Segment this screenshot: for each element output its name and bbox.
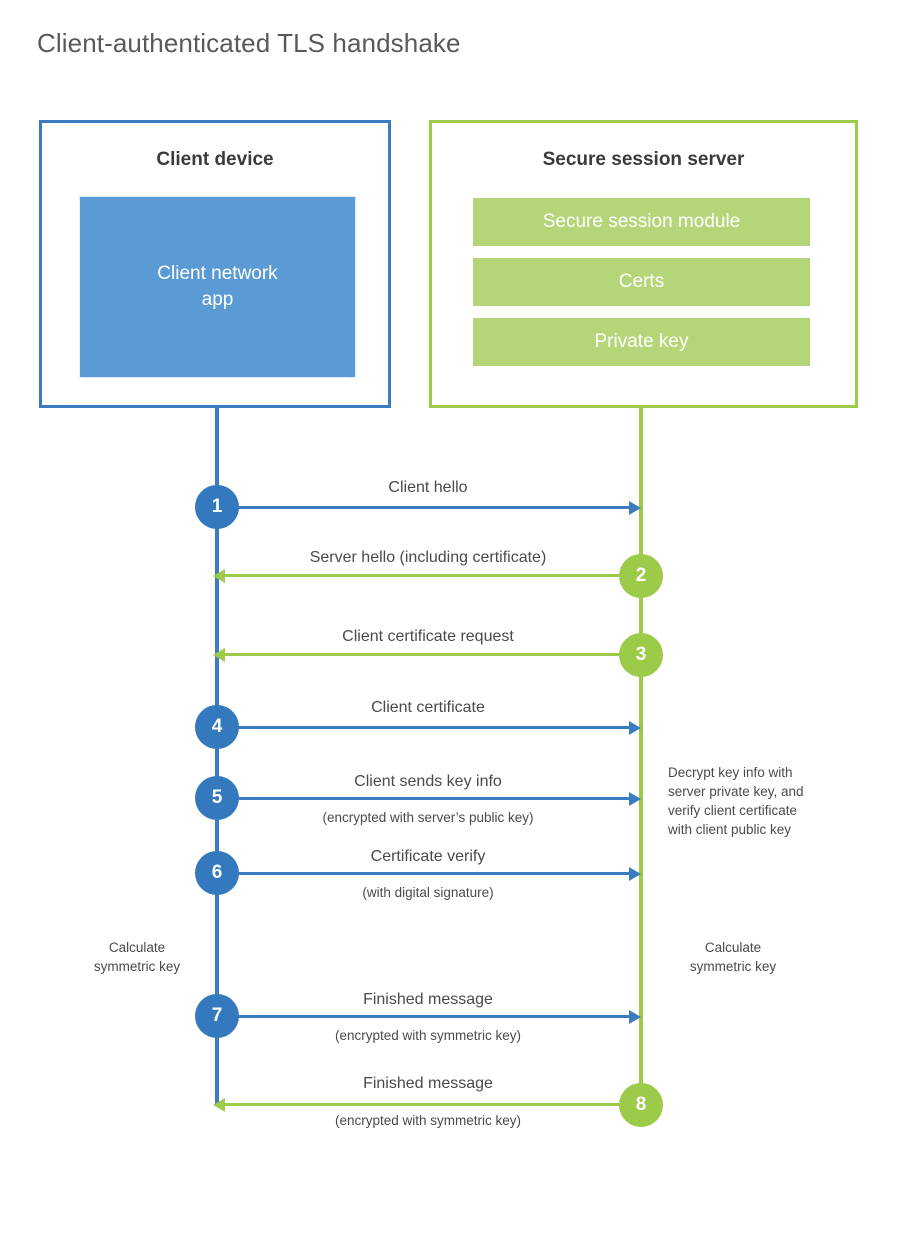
client-network-app-label-line2: app: [201, 289, 234, 310]
server-module-secure-session-module: Secure session module: [473, 198, 810, 246]
server-calc-note-line2: symmetric key: [689, 959, 777, 975]
step-8-arrow-line: [224, 1103, 639, 1106]
step-5-circle: 5: [195, 776, 239, 820]
step-7-circle: 7: [195, 994, 239, 1038]
client-network-app-block: Client network app: [79, 196, 356, 378]
step-4-label: Client certificate: [371, 699, 485, 716]
step-7-arrow-line: [217, 1015, 631, 1018]
step-8-circle: 8: [619, 1083, 663, 1127]
step-6-label: Certificate verify: [370, 848, 486, 865]
server-module-private-key: Private key: [473, 318, 810, 366]
step-5-arrow-line: [217, 797, 631, 800]
server-decrypt-note-line2: server private key, and: [668, 784, 804, 800]
server-calc-note-line1: Calculate: [704, 940, 762, 955]
step-5-arrow-head: [629, 792, 641, 806]
step-8-sublabel: (encrypted with symmetric key): [334, 1113, 522, 1128]
step-2-arrow-head: [213, 569, 225, 583]
secure-session-server-box: Secure session server Secure session mod…: [429, 120, 858, 408]
step-3-arrow-head: [213, 648, 225, 662]
step-1-arrow-head: [629, 501, 641, 515]
server-module-certs: Certs: [473, 258, 810, 306]
step-1-arrow-line: [217, 506, 631, 509]
step-4-circle: 4: [195, 705, 239, 749]
step-3-circle: 3: [619, 633, 663, 677]
server-decrypt-note-line3: verify client certificate: [668, 803, 798, 819]
step-6-arrow-line: [217, 872, 631, 875]
server-decrypt-note: Decrypt key info with server private key…: [668, 763, 868, 840]
server-decrypt-note-line4: with client public key: [668, 822, 792, 838]
step-2-label: Server hello (including certificate): [309, 549, 547, 566]
step-5-sublabel: (encrypted with server’s public key): [322, 810, 534, 825]
client-network-app-label-line1: Client network: [157, 263, 278, 285]
client-device-box: Client device Client network app: [39, 120, 391, 408]
step-7-arrow-head: [629, 1010, 641, 1024]
client-calculate-symmetric-key-note: Calculate symmetric key: [72, 938, 202, 976]
step-4-arrow-head: [629, 721, 641, 735]
step-8-label: Finished message: [363, 1075, 493, 1092]
client-lifeline: [215, 405, 219, 1105]
step-7-label: Finished message: [363, 991, 493, 1008]
server-modules-list: Secure session module Certs Private key: [473, 198, 810, 366]
secure-session-server-title: Secure session server: [542, 149, 745, 170]
step-8-arrow-head: [213, 1098, 225, 1112]
step-7-sublabel: (encrypted with symmetric key): [334, 1028, 522, 1043]
server-decrypt-note-line1: Decrypt key info with: [668, 765, 793, 780]
step-2-circle: 2: [619, 554, 663, 598]
server-calculate-symmetric-key-note: Calculate symmetric key: [668, 938, 798, 976]
step-6-arrow-head: [629, 867, 641, 881]
step-5-label: Client sends key info: [354, 773, 502, 790]
step-4-arrow-line: [217, 726, 631, 729]
client-device-title: Client device: [156, 149, 274, 170]
client-network-app-label: Client network app: [157, 261, 277, 312]
step-1-label: Client hello: [388, 479, 468, 496]
step-6-circle: 6: [195, 851, 239, 895]
step-1-circle: 1: [195, 485, 239, 529]
step-6-sublabel: (with digital signature): [362, 885, 494, 900]
page-title: Client-authenticated TLS handshake: [37, 28, 461, 58]
step-3-arrow-line: [224, 653, 639, 656]
server-lifeline: [639, 405, 643, 1105]
client-calc-note-line2: symmetric key: [93, 959, 181, 975]
step-2-arrow-line: [224, 574, 639, 577]
step-3-label: Client certificate request: [342, 628, 514, 645]
client-calc-note-line1: Calculate: [108, 940, 166, 955]
